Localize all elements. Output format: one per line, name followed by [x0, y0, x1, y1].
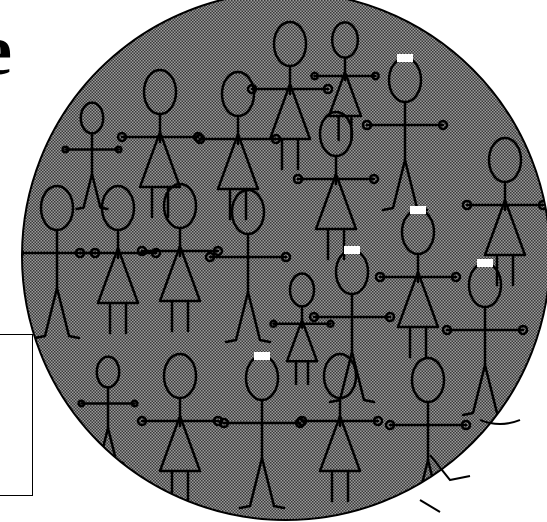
crowd-illustration	[0, 0, 547, 522]
